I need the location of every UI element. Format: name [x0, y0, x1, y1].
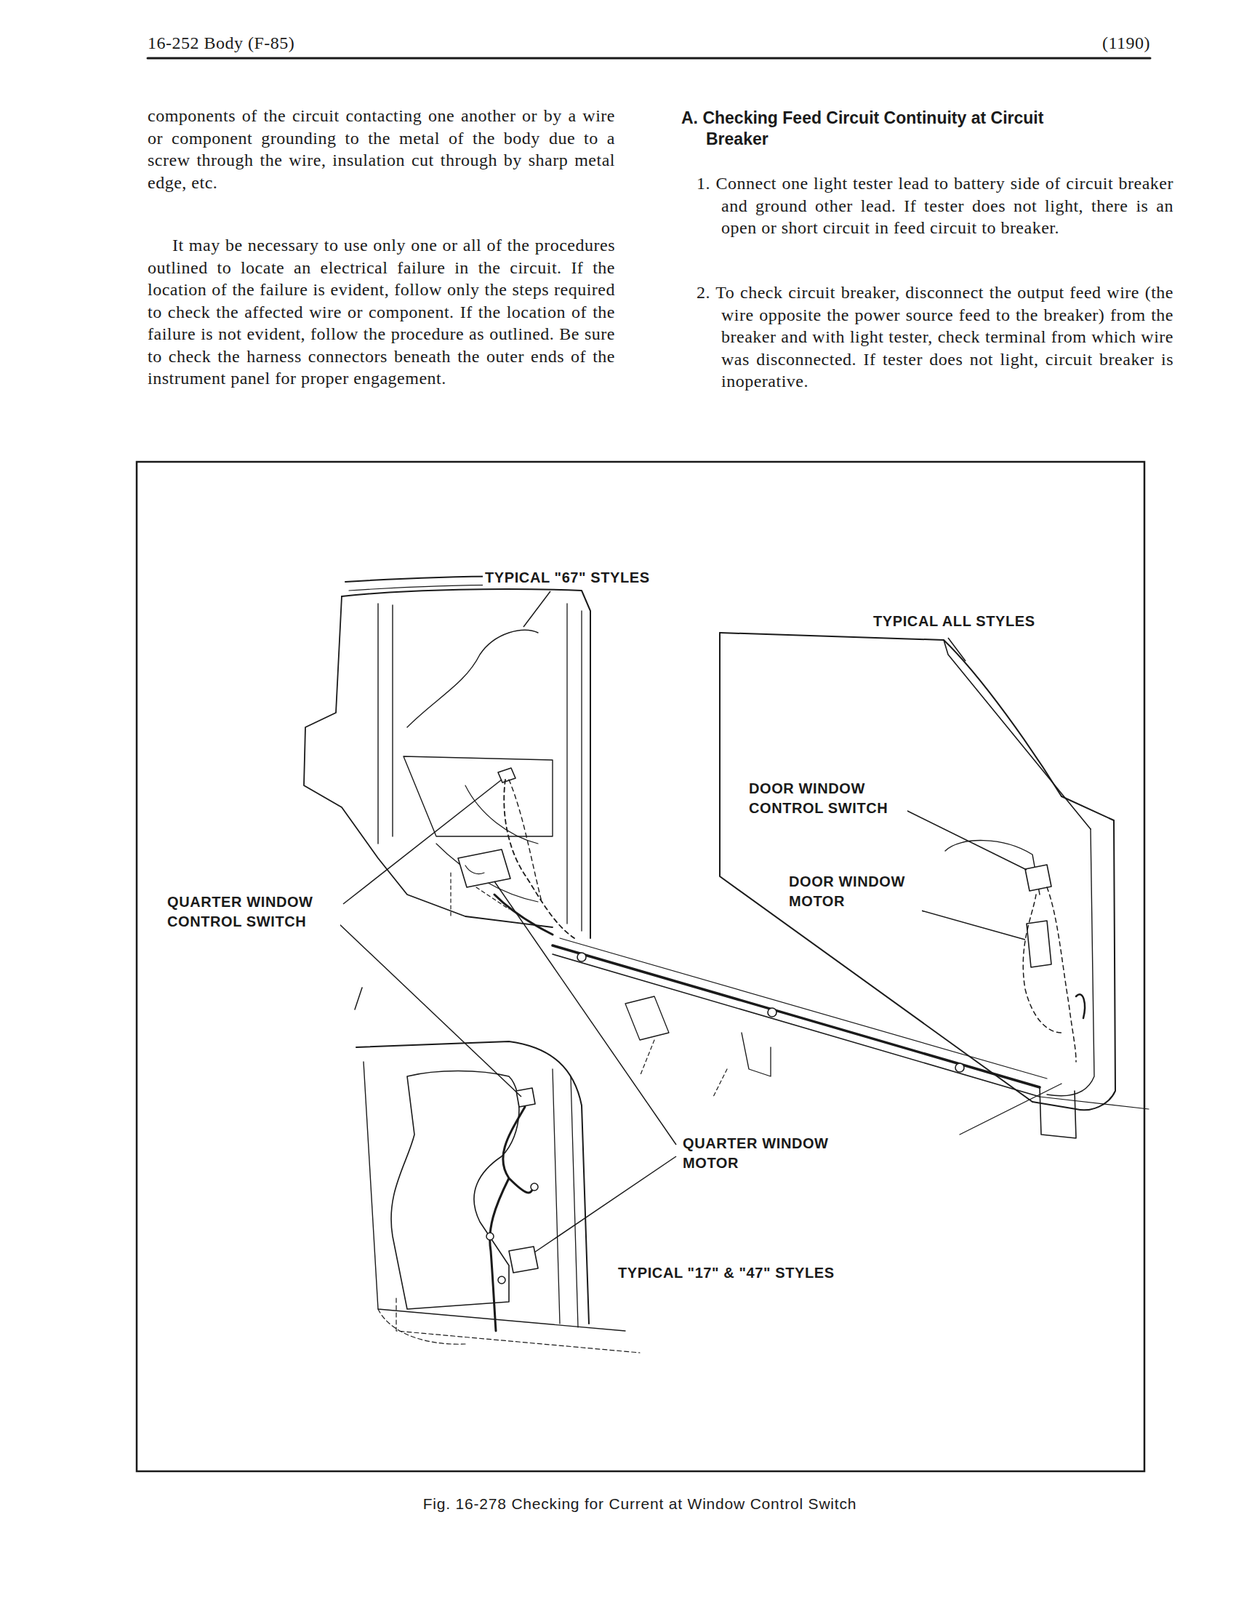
quarter-panel-cutout — [403, 756, 553, 837]
figure-caption: Fig. 16-278 Checking for Current at Wind… — [423, 1494, 858, 1513]
floor-bracket — [741, 1032, 771, 1077]
lower-quarter-panel-edge — [363, 1061, 626, 1331]
page-header: 16-252 Body (F-85) — [147, 31, 295, 55]
wire-clip — [498, 1275, 506, 1284]
leader-line — [494, 881, 677, 1145]
door-inner-edge — [1046, 828, 1095, 1096]
quarter-window-control-switch — [516, 1087, 536, 1107]
leader-line — [343, 779, 502, 904]
door-window-frame — [719, 632, 1062, 797]
floor-bracket — [625, 996, 669, 1040]
quarter-panel-outline — [341, 588, 591, 938]
part-label: DOOR WINDOW CONTROL SWITCH — [746, 777, 908, 819]
figure-label: TYPICAL "17" & "47" STYLES — [615, 1262, 837, 1284]
grommet — [577, 952, 587, 962]
rocker-sill — [552, 953, 1040, 1097]
quarter-panel-edge — [407, 629, 539, 728]
wire-harness — [1076, 993, 1085, 1018]
quarter-panel-pillar — [378, 603, 393, 844]
tick-mark — [354, 987, 363, 1010]
leader-line — [534, 1156, 677, 1252]
door-opening-edge — [567, 603, 582, 931]
part-label: QUARTER WINDOW CONTROL SWITCH — [165, 891, 341, 933]
procedure-step: 1. Connect one light tester lead to batt… — [696, 172, 1174, 240]
lower-quarter-panel-cutout — [391, 1070, 520, 1310]
quarter-panel-outline — [303, 596, 553, 927]
leader-line — [905, 809, 1027, 870]
quarter-window-motor — [458, 849, 511, 888]
wire-harness — [503, 779, 575, 938]
header-rule — [147, 57, 1151, 60]
rocker-sill — [559, 937, 1047, 1079]
leader-line — [921, 910, 1026, 940]
wire-clip — [530, 1182, 539, 1191]
figure-frame — [136, 461, 1145, 1471]
wire-harness — [490, 1106, 535, 1331]
page-number: (1190) — [1102, 31, 1151, 55]
door-window-motor — [1026, 920, 1052, 967]
floor-line — [1039, 1096, 1149, 1109]
leader-line — [338, 923, 522, 1097]
wire-harness — [508, 779, 542, 902]
figure-label: TYPICAL ALL STYLES — [871, 610, 1038, 632]
body-paragraph: It may be necessary to use only one or a… — [147, 234, 616, 390]
grommet — [955, 1062, 965, 1072]
quarter-window-motor — [508, 1246, 539, 1273]
door-outline — [719, 632, 1033, 1102]
door-armrest — [945, 840, 1040, 895]
floor-bracket — [639, 1039, 728, 1098]
leader-line — [948, 637, 966, 661]
section-heading: A. Checking Feed Circuit Continuity at C… — [681, 107, 1099, 150]
procedure-step: 2. To check circuit breaker, disconnect … — [696, 281, 1174, 393]
wire-harness — [1022, 894, 1062, 1033]
rocker-sill — [552, 945, 1040, 1087]
wire-harness — [1046, 887, 1077, 1062]
lower-quarter-panel-edge — [378, 1297, 640, 1353]
quarter-window-motor — [465, 865, 485, 874]
grommet — [767, 1007, 777, 1017]
leader-line — [523, 591, 551, 627]
door-window-frame — [943, 639, 1091, 829]
part-label: QUARTER WINDOW MOTOR — [680, 1132, 867, 1174]
wire-clip — [486, 1232, 494, 1240]
quarter-panel-edge — [465, 785, 539, 844]
part-label: DOOR WINDOW MOTOR — [786, 871, 922, 912]
figure-label: TYPICAL "67" STYLES — [482, 567, 653, 589]
rocker-sill-end — [1039, 1086, 1077, 1138]
lower-quarter-panel-pillar — [552, 1068, 579, 1327]
wire-harness — [494, 894, 553, 935]
lower-quarter-panel-outline — [356, 1041, 589, 1324]
floor-line — [959, 1083, 1062, 1135]
body-paragraph: components of the circuit contacting one… — [147, 104, 616, 194]
